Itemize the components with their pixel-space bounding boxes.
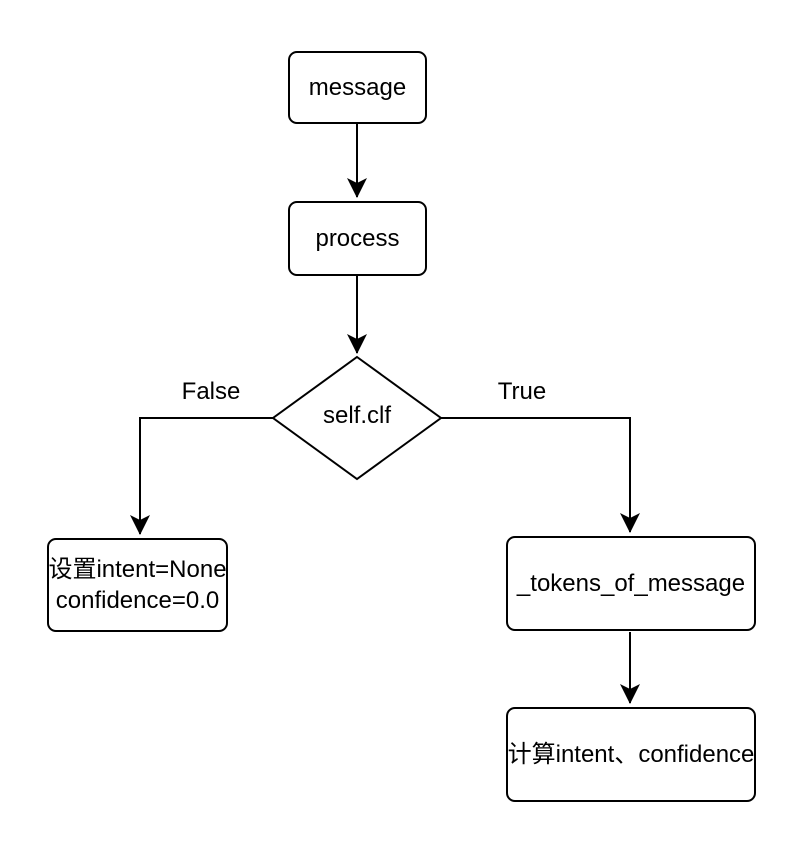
node-compute-intent-confidence: 计算intent、confidence <box>506 707 756 802</box>
node-process-label: process <box>315 225 400 252</box>
node-tokens-of-message: _tokens_of_message <box>506 536 756 631</box>
node-compute-intent-confidence-label: 计算intent、confidence <box>507 741 755 768</box>
node-set-intent-none: 设置intent=None confidence=0.0 <box>47 538 228 632</box>
edge-label-false: False <box>181 378 241 405</box>
decision-diamond-shape <box>271 355 443 481</box>
node-message-label: message <box>308 74 407 101</box>
arrow-decision-true-branch <box>441 417 640 533</box>
node-set-intent-line2: confidence=0.0 <box>55 587 220 614</box>
decision-self-clf-label: self.clf <box>322 402 391 429</box>
node-tokens-of-message-label: _tokens_of_message <box>516 570 746 597</box>
node-set-intent-line1: 设置intent=None <box>48 556 227 583</box>
node-message: message <box>288 51 427 124</box>
node-process: process <box>288 201 427 276</box>
edge-label-true: True <box>497 378 547 405</box>
arrow-decision-false-branch <box>130 417 273 535</box>
